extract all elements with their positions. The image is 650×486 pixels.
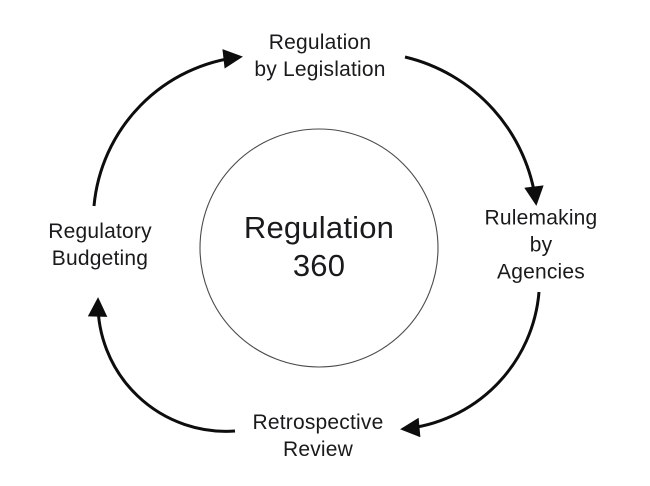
arrow-legislation-to-rulemaking-icon [404,55,544,206]
node-retrospective-review: Retrospective Review [252,411,384,461]
node-regulation-by-legislation: Regulation by Legislation [254,31,386,81]
node-regulatory-budgeting: Regulatory Budgeting [48,220,152,270]
center-label: Regulation 360 [243,210,395,283]
node-rulemaking-by-agencies: Rulemaking by Agencies [484,206,598,284]
arrow-review-to-budgeting-icon [87,297,236,433]
center-circle [199,128,439,368]
arrow-rulemaking-to-review-icon [400,291,541,438]
arrow-budgeting-to-legislation-icon [92,49,243,207]
